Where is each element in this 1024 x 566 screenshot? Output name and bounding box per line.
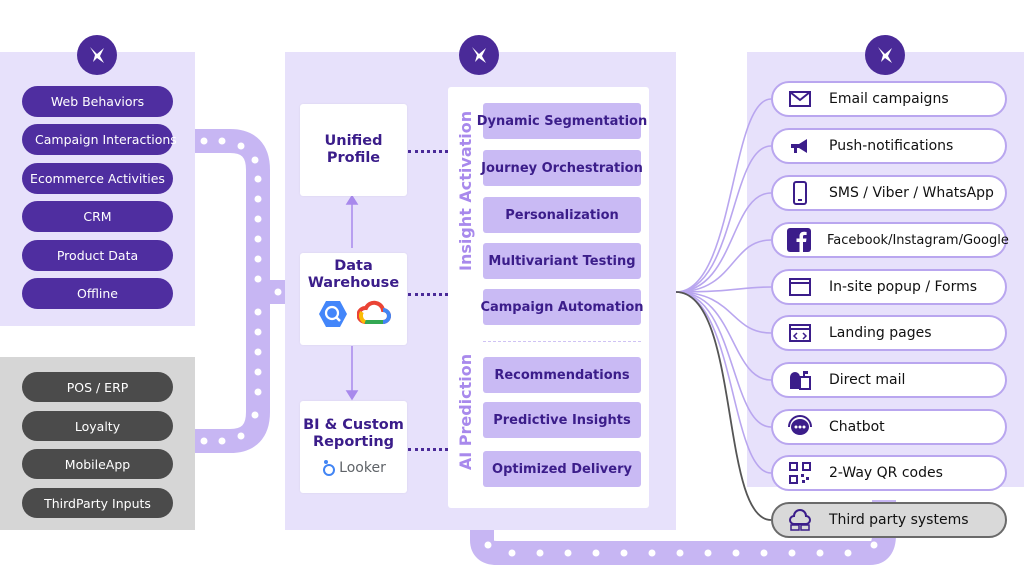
connector-warehouse bbox=[408, 293, 448, 296]
channel-label: Direct mail bbox=[829, 372, 906, 388]
channel-qr: 2-Way QR codes bbox=[771, 455, 1007, 491]
brand-logo-center bbox=[459, 35, 499, 75]
unified-profile-card: Unified Profile bbox=[300, 104, 407, 196]
cloud-system-icon bbox=[787, 507, 813, 533]
facebook-icon bbox=[787, 227, 811, 253]
prediction-predictive-insights: Predictive Insights bbox=[483, 402, 641, 438]
section-divider bbox=[483, 341, 641, 342]
fan-out-lines bbox=[675, 98, 772, 474]
data-warehouse-label: Data Warehouse bbox=[307, 258, 400, 291]
bird-icon bbox=[878, 47, 892, 63]
brand-logo-right bbox=[865, 35, 905, 75]
bird-icon bbox=[472, 47, 486, 63]
source-web-behaviors: Web Behaviors bbox=[22, 86, 173, 117]
connector-profile bbox=[408, 150, 448, 153]
google-cloud-icon bbox=[356, 300, 391, 324]
looker-icon bbox=[323, 460, 336, 476]
insight-dynamic-segmentation: Dynamic Segmentation bbox=[477, 103, 647, 139]
source-pos-erp: POS / ERP bbox=[22, 372, 173, 402]
ai-prediction-label: AI Prediction bbox=[456, 353, 475, 471]
channel-landing: Landing pages bbox=[771, 315, 1007, 351]
channel-direct-mail: Direct mail bbox=[771, 362, 1007, 398]
browser-window-icon bbox=[787, 274, 813, 300]
envelope-icon bbox=[787, 86, 813, 112]
source-campaign-interactions: Campaign Interactions bbox=[22, 124, 177, 155]
code-page-icon bbox=[787, 320, 813, 346]
qr-code-icon bbox=[787, 460, 813, 486]
channel-chatbot: Chatbot bbox=[771, 409, 1007, 445]
connector-reporting bbox=[408, 448, 448, 451]
source-thirdparty-inputs: ThirdParty Inputs bbox=[22, 488, 173, 518]
bigquery-icon bbox=[318, 301, 347, 327]
source-product-data: Product Data bbox=[22, 240, 173, 271]
prediction-optimized-delivery: Optimized Delivery bbox=[483, 451, 641, 487]
bi-reporting-label: BI & Custom Reporting bbox=[303, 417, 404, 450]
insight-personalization: Personalization bbox=[483, 197, 641, 233]
insight-multivariant-testing: Multivariant Testing bbox=[483, 243, 641, 279]
channel-label: 2-Way QR codes bbox=[829, 465, 943, 481]
bird-icon bbox=[90, 47, 104, 63]
source-mobileapp: MobileApp bbox=[22, 449, 173, 479]
channel-label: Landing pages bbox=[829, 325, 932, 341]
channel-label: Third party systems bbox=[829, 512, 969, 528]
channel-label: Facebook/Instagram/Google bbox=[827, 232, 1009, 248]
source-loyalty: Loyalty bbox=[22, 411, 173, 441]
looker-label: Looker bbox=[339, 459, 386, 476]
mailbox-icon bbox=[787, 367, 813, 393]
insight-journey-orchestration: Journey Orchestration bbox=[481, 150, 643, 186]
unified-profile-label: Unified Profile bbox=[324, 133, 383, 166]
mobile-phone-icon bbox=[787, 180, 813, 206]
insight-campaign-automation: Campaign Automation bbox=[480, 289, 644, 325]
channel-label: Push-notifications bbox=[829, 138, 954, 154]
brand-logo-left bbox=[77, 35, 117, 75]
channel-label: Chatbot bbox=[829, 419, 885, 435]
channel-label: In-site popup / Forms bbox=[829, 279, 978, 295]
source-offline: Offline bbox=[22, 278, 173, 309]
channel-push: Push-notifications bbox=[771, 128, 1007, 164]
insight-activation-label: Insight Activation bbox=[456, 110, 475, 271]
channel-label: Email campaigns bbox=[829, 91, 949, 107]
channel-popup: In-site popup / Forms bbox=[771, 269, 1007, 305]
chatbot-icon bbox=[787, 414, 813, 440]
channel-third-party: Third party systems bbox=[771, 502, 1007, 538]
channel-email: Email campaigns bbox=[771, 81, 1007, 117]
channel-social: Facebook/Instagram/Google bbox=[771, 222, 1009, 258]
megaphone-icon bbox=[787, 133, 813, 159]
prediction-recommendations: Recommendations bbox=[483, 357, 641, 393]
channel-sms: SMS / Viber / WhatsApp bbox=[771, 175, 1007, 211]
center-arrows bbox=[345, 194, 359, 401]
source-crm: CRM bbox=[22, 201, 173, 232]
data-warehouse-card: Data Warehouse bbox=[300, 253, 407, 345]
bi-reporting-card: BI & Custom Reporting Looker bbox=[300, 401, 407, 493]
source-ecommerce-activities: Ecommerce Activities bbox=[22, 163, 173, 194]
track-dots bbox=[200, 137, 878, 557]
channel-label: SMS / Viber / WhatsApp bbox=[829, 185, 994, 201]
